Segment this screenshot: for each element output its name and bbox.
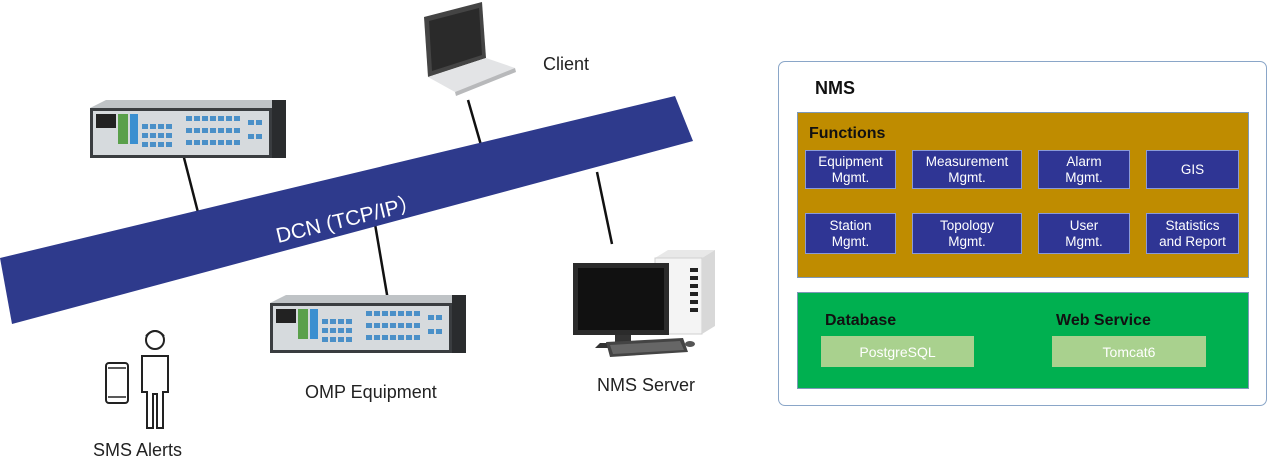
server-computer-icon bbox=[573, 250, 715, 357]
nms-title: NMS bbox=[815, 78, 855, 98]
dcn-band bbox=[0, 96, 693, 324]
functions-title: Functions bbox=[809, 125, 886, 142]
function-topology-mgmt: Topology Mgmt. bbox=[912, 213, 1022, 254]
server-label: NMS Server bbox=[597, 375, 695, 395]
function-statistics-report: Statistics and Report bbox=[1146, 213, 1239, 254]
laptop-icon bbox=[424, 2, 516, 96]
function-alarm-mgmt: Alarm Mgmt. bbox=[1038, 150, 1130, 189]
client-label: Client bbox=[543, 54, 589, 74]
function-equipment-mgmt: Equipment Mgmt. bbox=[805, 150, 896, 189]
web-service-title: Web Service bbox=[1056, 312, 1151, 329]
omp-label: OMP Equipment bbox=[305, 382, 437, 402]
database-title: Database bbox=[825, 312, 897, 329]
person-icon bbox=[141, 330, 169, 429]
rack-equipment-icon bbox=[90, 100, 286, 158]
omp-rack-equipment-icon bbox=[270, 295, 466, 353]
function-gis: GIS bbox=[1146, 150, 1239, 189]
sms-label: SMS Alerts bbox=[93, 440, 182, 460]
function-user-mgmt: User Mgmt. bbox=[1038, 213, 1130, 254]
mobile-phone-icon bbox=[105, 362, 129, 404]
database-box: PostgreSQL bbox=[821, 336, 974, 367]
server-connector bbox=[595, 171, 614, 245]
web-service-box: Tomcat6 bbox=[1052, 336, 1206, 367]
function-measurement-mgmt: Measurement Mgmt. bbox=[912, 150, 1022, 189]
function-station-mgmt: Station Mgmt. bbox=[805, 213, 896, 254]
